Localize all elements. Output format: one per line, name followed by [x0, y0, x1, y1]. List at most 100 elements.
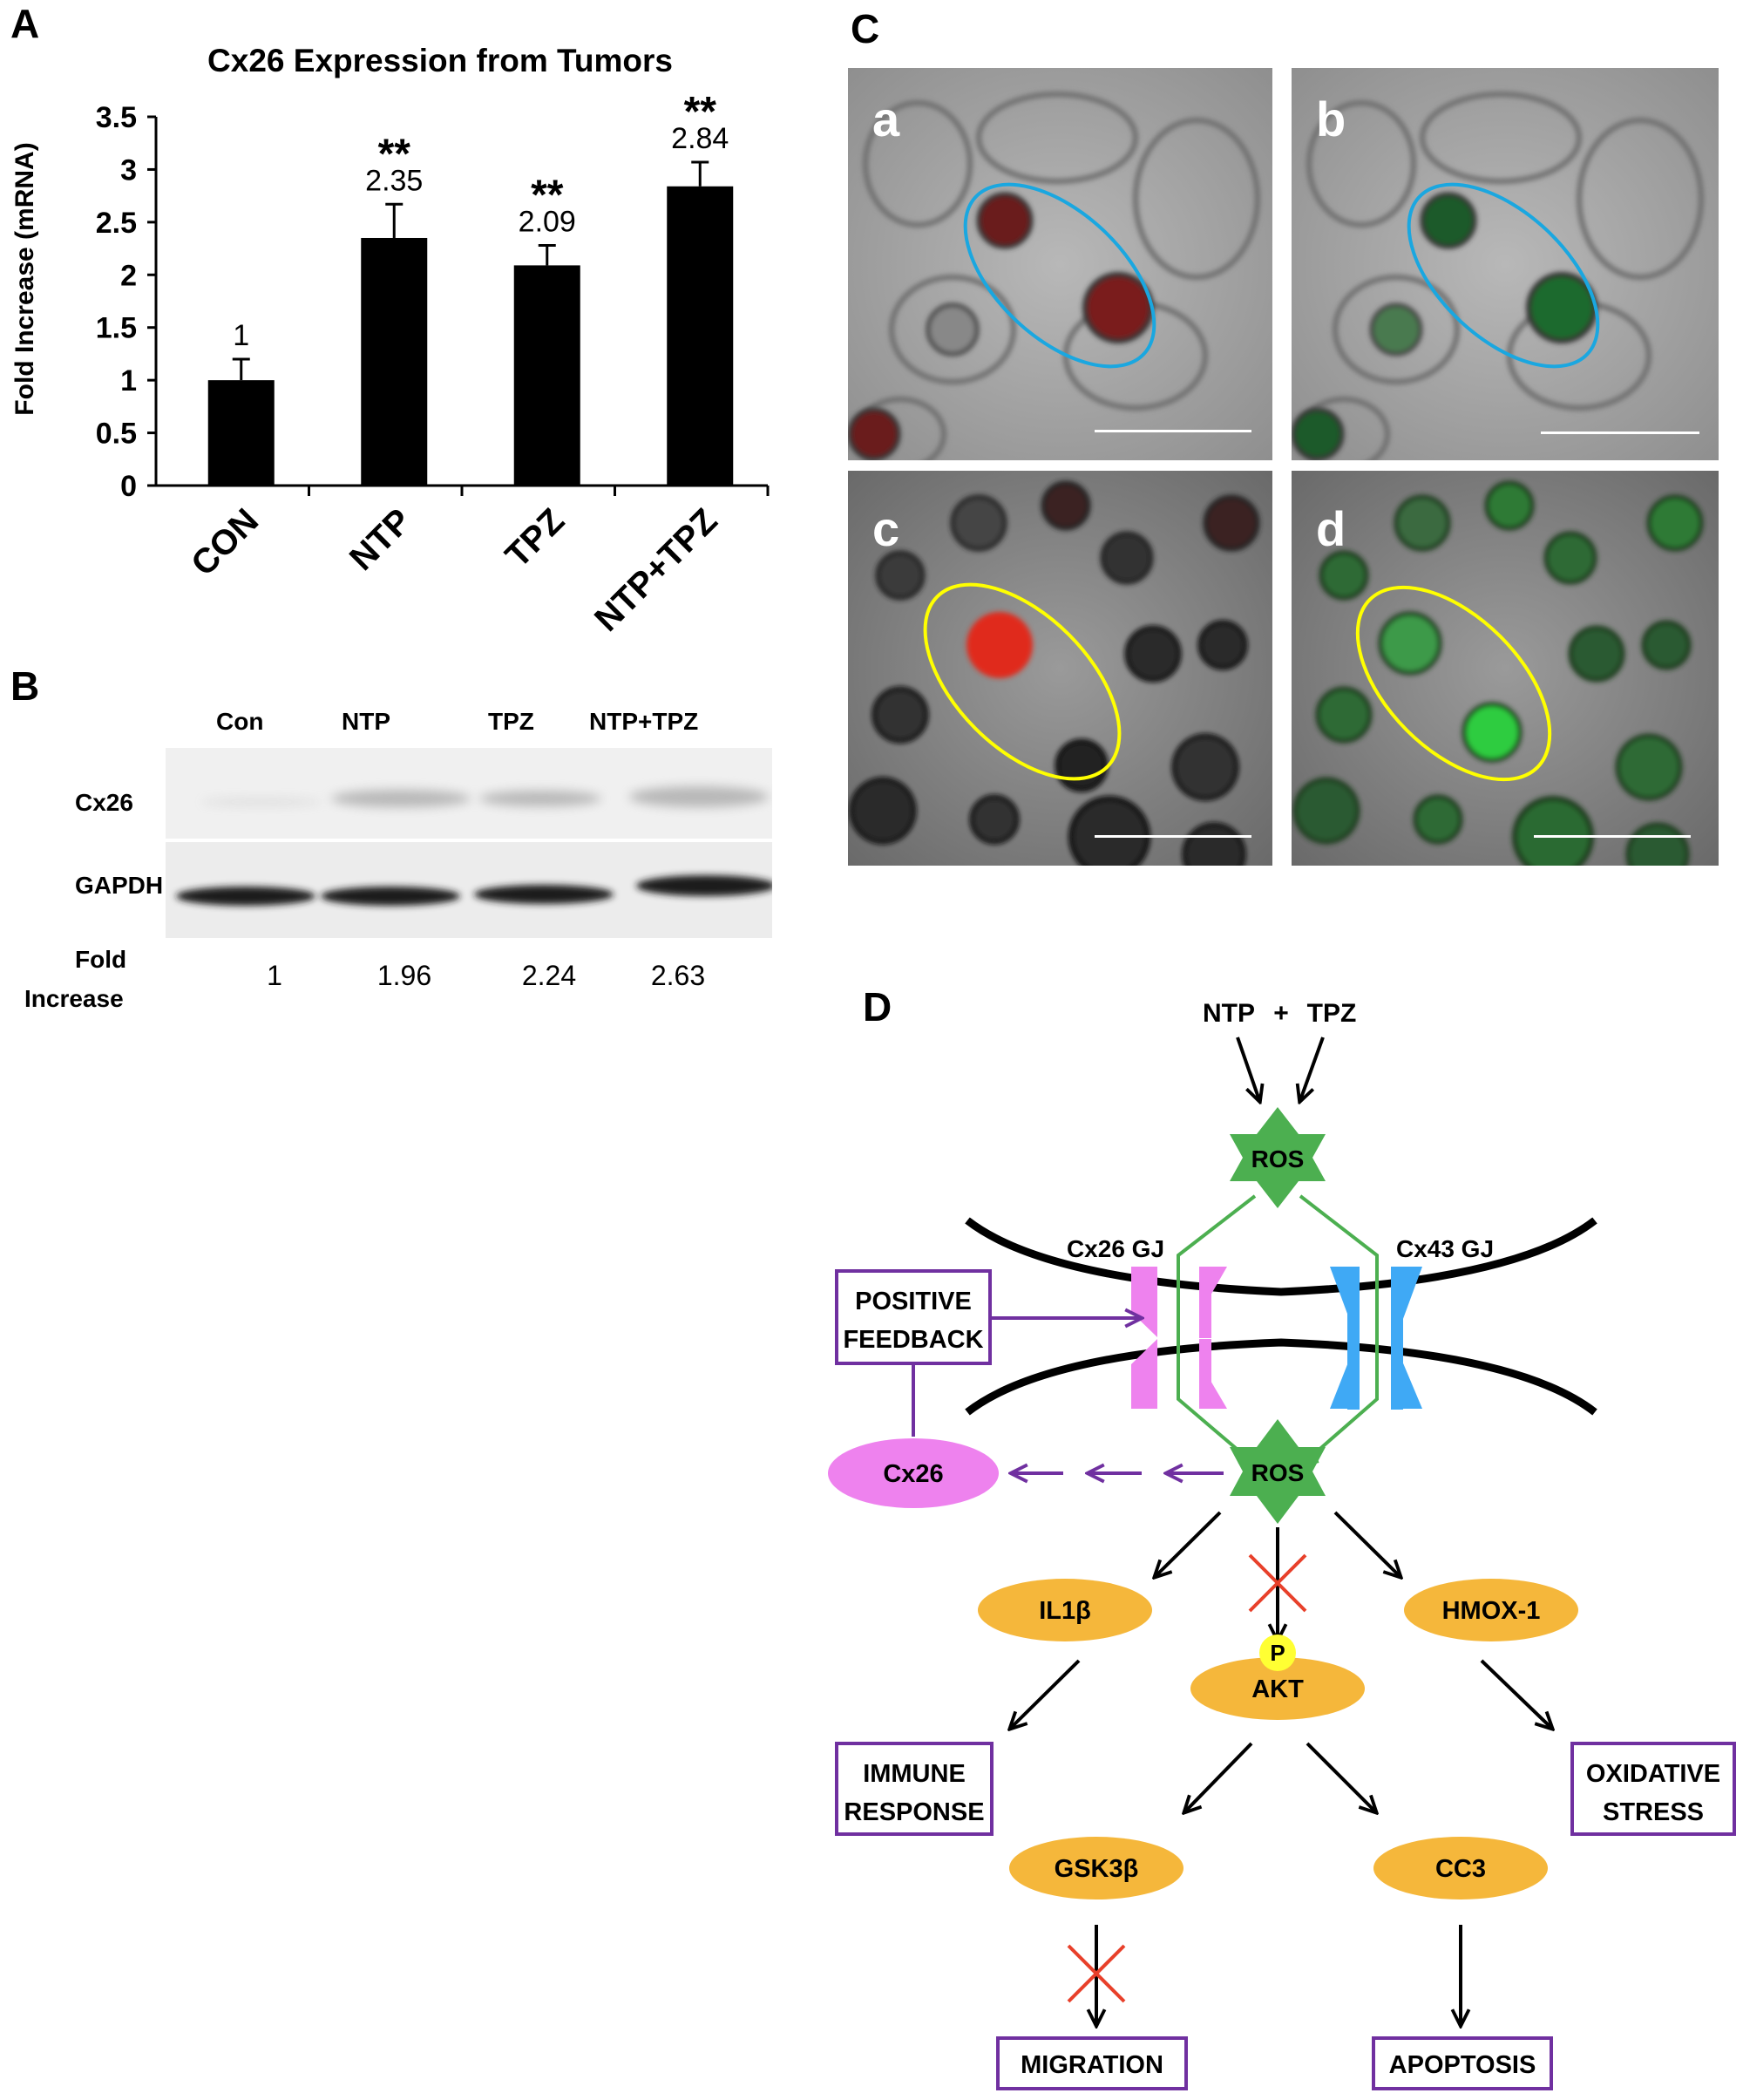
blot-col-con: Con — [216, 708, 264, 735]
x-tick-label: TPZ — [498, 501, 573, 575]
bar — [667, 186, 734, 486]
arrow-akt-gsk3b — [1185, 1742, 1253, 1811]
migration-label: MIGRATION — [1021, 2051, 1163, 2079]
apoptosis-label: APOPTOSIS — [1389, 2051, 1536, 2079]
ros-path-right — [1300, 1194, 1379, 1465]
micrograph-b: b — [1292, 68, 1719, 460]
bar — [207, 380, 275, 486]
arrow-ros-hmox1 — [1333, 1511, 1400, 1576]
ros-path-left — [1177, 1194, 1255, 1465]
positive-feedback-line2: FEEDBACK — [843, 1326, 983, 1354]
significance-label: ** — [378, 131, 411, 177]
y-tick-label: 2.5 — [96, 207, 137, 240]
blot-col-tpz: TPZ — [488, 708, 534, 735]
oxidative-stress-line1: OXIDATIVE — [1586, 1760, 1720, 1788]
arrow-ros-il1b — [1156, 1511, 1222, 1576]
cx26-gap-junction-right-bottom — [1201, 1364, 1227, 1409]
y-tick-label: 1 — [120, 364, 137, 398]
arrow-akt-cc3 — [1306, 1742, 1375, 1811]
gsk3b-node — [1009, 1837, 1183, 1900]
scale-bar — [1095, 835, 1251, 838]
cx26-node-label: Cx26 — [883, 1460, 943, 1488]
data-label: 2.84 — [671, 122, 729, 155]
blot-col-ntp-tpz: NTP+TPZ — [589, 708, 699, 735]
significance-label: ** — [684, 89, 717, 135]
hmox1-node — [1404, 1579, 1578, 1641]
micrograph-label-c: c — [872, 501, 900, 556]
akt-node — [1190, 1657, 1365, 1720]
input-ntp: NTP — [1203, 999, 1255, 1028]
akt-label: AKT — [1251, 1675, 1304, 1703]
pathway-diagram: NTP + TPZ ROS Cx26 GJ Cx43 GJ POSITIVE F… — [828, 999, 1736, 2090]
western-blot-image — [166, 748, 772, 938]
significance-label: ** — [531, 172, 564, 218]
ros-star-top — [1230, 1107, 1326, 1208]
il1b-node — [978, 1579, 1152, 1641]
cc3-node — [1373, 1837, 1548, 1900]
immune-response-line2: RESPONSE — [844, 1798, 984, 1826]
cx26-gap-junction-right-bar — [1199, 1267, 1211, 1338]
data-label: 2.35 — [365, 164, 423, 197]
cx43-gj-label: Cx43 GJ — [1396, 1235, 1494, 1262]
fold-value-ntp-tpz: 2.63 — [650, 960, 706, 991]
gsk3b-label: GSK3β — [1055, 1855, 1139, 1883]
positive-feedback-line1: POSITIVE — [855, 1288, 972, 1315]
data-label: 2.09 — [519, 205, 576, 238]
x-tick-label: NTP+TPZ — [587, 501, 725, 639]
y-tick-label: 3.5 — [96, 101, 137, 134]
chart-title: Cx26 Expression from Tumors — [207, 43, 673, 78]
ros-star-bottom — [1230, 1419, 1326, 1524]
ros-bottom-label: ROS — [1251, 1459, 1305, 1486]
ros-top-label: ROS — [1251, 1145, 1305, 1172]
phospho-badge — [1259, 1634, 1296, 1671]
fold-label-line1: Fold — [75, 946, 127, 973]
y-tick-label: 0.5 — [96, 418, 137, 451]
scale-bar — [1534, 835, 1691, 838]
cx26-gj-label: Cx26 GJ — [1067, 1235, 1164, 1262]
scale-bar — [1095, 430, 1251, 432]
inhibit-x-migration-2 — [1067, 1944, 1126, 2003]
panel-label-a: A — [10, 1, 40, 46]
panel-label-c: C — [851, 6, 880, 51]
panel-label-b: B — [10, 663, 40, 709]
y-tick-label: 1.5 — [96, 312, 137, 345]
micrograph-a: a — [848, 68, 1272, 460]
micrograph-d: d — [1292, 471, 1719, 866]
fold-value-tpz: 2.24 — [521, 960, 577, 991]
phospho-label: P — [1270, 1640, 1285, 1666]
arrow-ntp-ros — [1236, 1036, 1259, 1100]
membrane-bottom — [965, 1338, 1597, 1416]
y-tick-label: 0 — [120, 470, 137, 503]
cc3-label: CC3 — [1435, 1855, 1486, 1883]
micrograph-label-d: d — [1316, 501, 1346, 556]
bar — [513, 265, 580, 486]
cx26-node — [828, 1438, 999, 1508]
blot-row-cx26: Cx26 — [75, 789, 133, 816]
il1b-label: IL1β — [1039, 1597, 1091, 1625]
fold-value-ntp: 1.96 — [376, 960, 432, 991]
immune-response-box — [835, 1742, 994, 1836]
input-plus: + — [1273, 999, 1289, 1028]
cx26-gap-junction-left — [1131, 1267, 1157, 1337]
y-tick-label: 2 — [120, 259, 137, 292]
x-tick-label: NTP — [342, 501, 419, 578]
y-tick-label: 3 — [120, 153, 137, 187]
bar-chart: Cx26 Expression from Tumors Fold Increas… — [10, 43, 770, 639]
bar — [361, 237, 428, 486]
arrow-il1b-immune — [1011, 1659, 1081, 1728]
cx43-gap-junction-left-bottom — [1330, 1342, 1356, 1409]
micrograph-label-b: b — [1316, 92, 1346, 146]
immune-response-line1: IMMUNE — [863, 1760, 966, 1788]
apoptosis-box — [1372, 2036, 1553, 2090]
hmox1-label: HMOX-1 — [1442, 1597, 1541, 1625]
membrane-top — [965, 1217, 1597, 1296]
oxidative-stress-line2: STRESS — [1603, 1798, 1704, 1826]
x-tick-label: CON — [184, 501, 266, 583]
micrograph-label-a: a — [872, 92, 900, 146]
blot-row-gapdh: GAPDH — [75, 872, 164, 899]
arrow-hmox1-oxidative — [1480, 1659, 1551, 1728]
y-axis-label: Fold Increase (mRNA) — [10, 142, 39, 415]
fold-label-line2: Increase — [24, 985, 124, 1012]
input-tpz: TPZ — [1307, 999, 1357, 1028]
scale-bar — [1541, 432, 1699, 434]
